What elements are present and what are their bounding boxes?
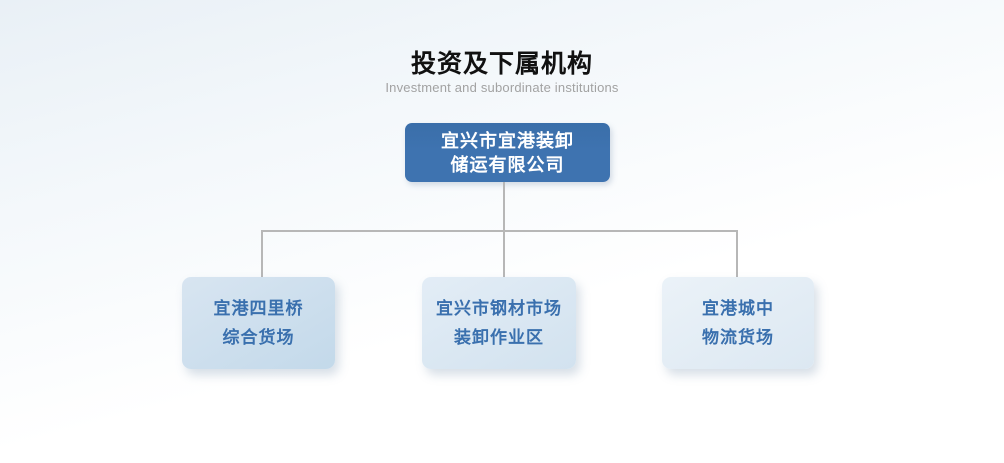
node-chengzhong-logistics-yard-line-1: 宜港城中 (702, 299, 774, 318)
connector-drop-right (736, 230, 738, 277)
connector-drop-left (261, 230, 263, 277)
node-chengzhong-logistics-yard-line-2: 物流货场 (702, 328, 774, 347)
page-subtitle: Investment and subordinate institutions (385, 80, 619, 95)
node-siliqiao-freight-yard-line-2: 综合货场 (222, 328, 295, 347)
node-siliqiao-freight-yard: 宜港四里桥 综合货场 (182, 277, 335, 369)
node-siliqiao-freight-yard-line-1: 宜港四里桥 (213, 299, 304, 318)
connector-trunk-vertical (503, 182, 505, 277)
node-parent-company-line-2: 储运有限公司 (450, 154, 565, 175)
page-title: 投资及下属机构 (410, 50, 593, 78)
node-parent-company-line-1: 宜兴市宜港装卸 (441, 130, 574, 151)
node-chengzhong-logistics-yard: 宜港城中 物流货场 (662, 277, 814, 369)
connector-horizontal (261, 230, 738, 232)
node-steel-market-operations-area: 宜兴市钢材市场 装卸作业区 (422, 277, 576, 369)
node-steel-market-operations-area-line-1: 宜兴市钢材市场 (436, 299, 562, 318)
node-steel-market-operations-area-line-2: 装卸作业区 (454, 328, 544, 347)
node-parent-company: 宜兴市宜港装卸 储运有限公司 (405, 123, 610, 182)
